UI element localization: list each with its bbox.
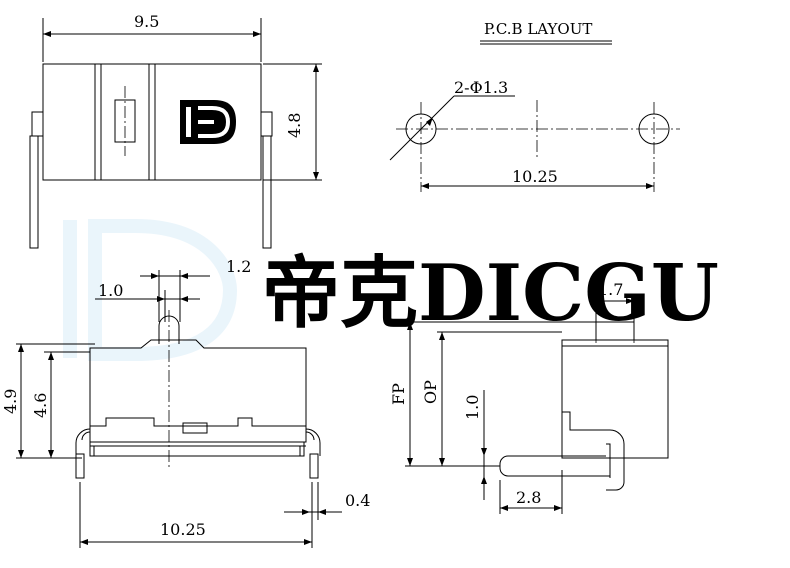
side-view: 1.7 FP OP 1.0 2.8 bbox=[389, 280, 669, 514]
dim-pcb-spacing: 10.25 bbox=[512, 167, 558, 186]
label-op: OP bbox=[421, 380, 440, 404]
dim-top-width: 9.5 bbox=[134, 12, 159, 31]
dim-front-body-height: 4.6 bbox=[31, 393, 50, 418]
watermark: 帝克DICGU bbox=[63, 219, 719, 361]
hole-label: 2-Φ1.3 bbox=[454, 78, 508, 97]
dim-front-plunger: 1.2 bbox=[226, 257, 251, 276]
pcb-layout-title: P.C.B LAYOUT bbox=[484, 20, 592, 38]
top-view: 9.5 4.8 bbox=[29, 12, 322, 249]
brand-logo bbox=[180, 100, 236, 144]
dim-front-total-height: 4.9 bbox=[1, 389, 20, 414]
dim-side-plunger: 1.7 bbox=[598, 280, 623, 299]
dim-front-offset: 1.0 bbox=[98, 281, 123, 300]
front-view: 1.2 1.0 4.9 4.6 10.25 bbox=[1, 257, 370, 548]
dim-side-leg: 2.8 bbox=[516, 488, 541, 507]
dim-front-pin-spacing: 10.25 bbox=[160, 520, 206, 539]
dim-top-height: 4.8 bbox=[285, 113, 304, 138]
label-fp: FP bbox=[389, 383, 408, 405]
pcb-layout: P.C.B LAYOUT 2-Φ1.3 10.25 bbox=[389, 20, 680, 192]
watermark-text: 帝克DICGU bbox=[262, 248, 719, 339]
dim-side-lever: 1.0 bbox=[463, 395, 482, 420]
dim-front-pin-width: 0.4 bbox=[345, 491, 370, 510]
